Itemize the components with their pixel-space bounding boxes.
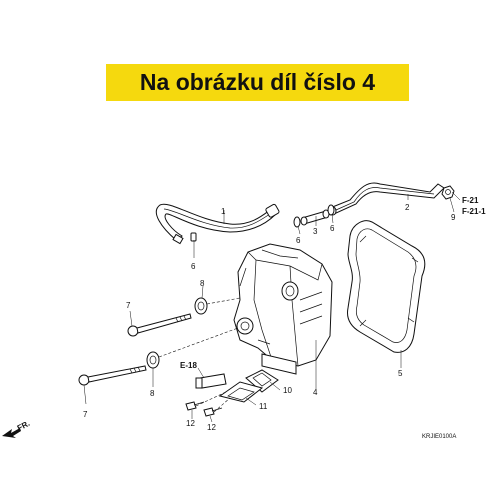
leader-lines — [83, 191, 461, 423]
callout-6-mid: 6 — [296, 236, 301, 245]
ref-f21: F-21 — [462, 196, 479, 205]
ref-e18: E-18 — [180, 361, 197, 370]
grommet-part-8-lower — [146, 351, 160, 369]
grommet-part-8-upper — [194, 297, 208, 315]
banner-title: Na obrázku díl číslo 4 — [139, 69, 376, 95]
tube-part-2 — [329, 182, 445, 216]
callout-3: 3 — [313, 227, 318, 236]
joint-part-3 — [300, 209, 330, 226]
bolt-part-7-lower — [78, 365, 147, 386]
reed-valve-assembly — [195, 373, 227, 389]
callout-10: 10 — [283, 386, 292, 395]
clamp-part-6-mid — [293, 216, 301, 228]
callout-4: 4 — [313, 388, 318, 397]
callout-2: 2 — [405, 203, 410, 212]
arrow-down-left-icon — [2, 428, 21, 438]
callout-11: 11 — [259, 402, 268, 411]
plate-part-10 — [245, 353, 297, 393]
diagram-code: KRJIE0100A — [422, 434, 456, 440]
bolt-part-12-left — [185, 401, 205, 411]
callout-5: 5 — [398, 369, 403, 378]
cover-plate-part-11 — [218, 381, 264, 403]
nut-part-9 — [441, 185, 455, 200]
breather-hose-part-1 — [155, 203, 280, 245]
ref-f21-1: F-21-1 — [462, 207, 486, 216]
callout-7-lower: 7 — [83, 410, 88, 419]
callout-8-upper: 8 — [200, 279, 205, 288]
bolt-part-12-right — [203, 407, 223, 417]
clamp-part-6-right — [327, 204, 335, 216]
callout-9: 9 — [451, 213, 456, 222]
callout-8-lower: 8 — [150, 389, 155, 398]
assembly-lines — [158, 297, 241, 413]
callout-1: 1 — [221, 207, 226, 216]
front-direction-label: FR. — [16, 419, 32, 433]
title-banner: Na obrázku díl číslo 4 — [106, 64, 409, 101]
clamp-part-6-left — [190, 232, 197, 242]
callout-6-right: 6 — [330, 224, 335, 233]
gasket-part-5 — [347, 220, 426, 353]
callout-7-upper: 7 — [126, 301, 131, 310]
bolt-part-7-upper — [127, 313, 192, 337]
callout-6-left: 6 — [191, 262, 196, 271]
callout-12-left: 12 — [186, 419, 195, 428]
callout-12-right: 12 — [207, 423, 216, 432]
cylinder-head-cover-part-4 — [233, 243, 333, 367]
